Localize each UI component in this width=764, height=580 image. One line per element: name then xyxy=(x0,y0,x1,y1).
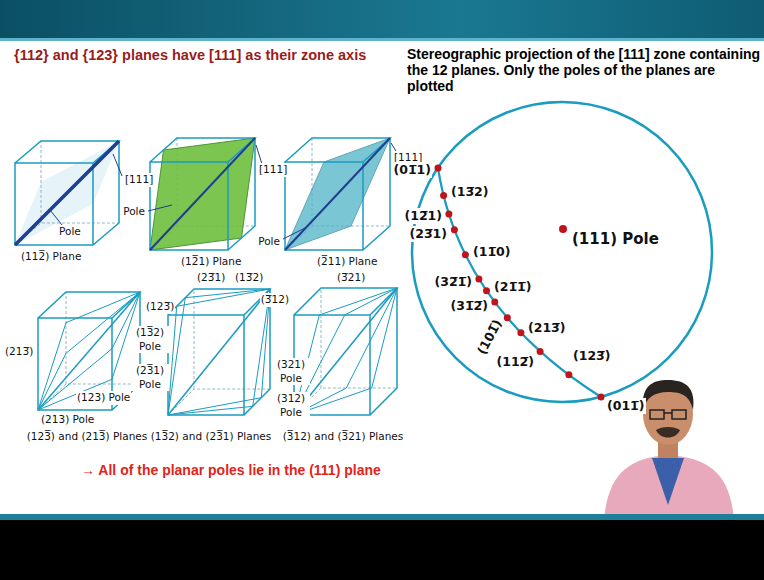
cube-outline xyxy=(168,289,270,415)
pole-dot xyxy=(598,394,605,401)
cube-outline xyxy=(38,292,140,410)
cube-outline xyxy=(285,138,390,250)
plane-label: (12̅1) Plane xyxy=(180,255,242,269)
zone-axis xyxy=(168,289,270,415)
plane-label: (123̅) and (213̅) Planes xyxy=(24,430,150,444)
plane-fill xyxy=(15,141,119,245)
top-bar xyxy=(0,0,764,40)
stereo-pole-label: (101̅) xyxy=(474,316,507,359)
zone-axis xyxy=(285,138,390,250)
zone-axis-pole-dot xyxy=(559,225,567,233)
bottom-bar xyxy=(0,514,764,520)
plane-label: (3̅12) and (3̅21) Planes xyxy=(280,430,406,444)
hidden-edges xyxy=(38,292,140,410)
plane-label: (2̅11) Plane xyxy=(316,255,378,269)
presenter-hair xyxy=(643,380,694,410)
leader-line xyxy=(283,143,396,239)
plane-index: (3̅21) xyxy=(336,271,366,285)
top-bar-edge xyxy=(0,38,764,41)
plane-index: (213̅) xyxy=(4,345,34,359)
cube-outline xyxy=(150,138,255,250)
plane-outline xyxy=(38,292,140,410)
presenter-jacket xyxy=(604,455,734,520)
stereo-pole-label: (112̅) xyxy=(495,354,535,370)
zone-axis xyxy=(150,138,255,250)
pole-dot xyxy=(504,314,511,321)
pole-dot xyxy=(537,348,544,355)
stereo-pole-label: (12̅1) xyxy=(403,208,443,224)
section-heading: Stereographic projection of the [111] zo… xyxy=(406,46,762,94)
pole-dot xyxy=(435,165,442,172)
pole-dot xyxy=(445,211,452,218)
pole-label: Pole xyxy=(122,205,146,219)
stereo-pole-label: (13̅2) xyxy=(450,184,490,200)
axis-label: [111] xyxy=(258,163,288,177)
presenter-beard xyxy=(656,427,680,438)
pole-label: (13̅2) Pole xyxy=(131,326,169,353)
pole-dot xyxy=(462,251,469,258)
stereo-pole-label: (32̅1̅) xyxy=(433,274,473,290)
plane-fill xyxy=(150,138,255,250)
zone-axis-pole-label: (111) Pole xyxy=(571,230,660,250)
plane-outline xyxy=(38,292,140,410)
plane-index: (3̅12) xyxy=(260,293,290,307)
pole-dot xyxy=(517,329,524,336)
stereo-pole-label: (11̅0) xyxy=(472,244,512,260)
pole-dot xyxy=(440,192,447,199)
stereo-pole-label: (213̅) xyxy=(527,320,567,336)
plane-outline xyxy=(168,289,270,415)
presenter-glasses xyxy=(650,410,686,419)
pole-label: Pole xyxy=(58,225,82,239)
hidden-edges xyxy=(168,289,270,415)
pole-dot xyxy=(483,287,490,294)
plane-index: (13̅2) xyxy=(234,271,264,285)
hidden-edges xyxy=(15,141,119,245)
pole-dot xyxy=(491,299,498,306)
stereo-pole-label: (011̅) xyxy=(606,398,646,414)
stereo-pole-label: (23̅1) xyxy=(408,226,448,242)
zone-axis xyxy=(38,292,140,410)
pole-dot xyxy=(475,276,482,283)
pole-label: (321) Pole xyxy=(272,358,310,385)
conclusion-note: → All of the planar poles lie in the (11… xyxy=(80,461,382,479)
pole-label: (312) Pole xyxy=(272,392,310,419)
plane-label: (112̅) Plane xyxy=(20,250,82,264)
plane-index: (23̅1) xyxy=(196,271,226,285)
leader-line xyxy=(50,154,122,225)
primitive-circle xyxy=(412,102,712,402)
zone-axis xyxy=(15,141,119,245)
bottom-band xyxy=(0,520,764,580)
hidden-edges xyxy=(285,138,390,250)
hidden-edges xyxy=(150,138,255,250)
pole-label: (23̅1) Pole xyxy=(131,364,169,391)
slide-title: {112} and {123} planes have [111] as the… xyxy=(13,46,367,65)
leader-line xyxy=(148,145,262,211)
pole-label: (123) Pole xyxy=(76,391,131,405)
stereo-pole-label: (01̅1) xyxy=(392,162,432,178)
cube-outline xyxy=(15,141,119,245)
plane-fill xyxy=(285,138,390,250)
pole-dot xyxy=(565,371,572,378)
plane-index: (123̅) xyxy=(145,300,175,314)
stereo-pole-label: (31̅2̅) xyxy=(449,298,489,314)
pole-label: (213) Pole xyxy=(40,413,95,427)
pole-label: Pole xyxy=(257,235,281,249)
pole-dot xyxy=(451,226,458,233)
plane-label: (13̅2) and (23̅1) Planes xyxy=(148,430,274,444)
axis-label: [111] xyxy=(124,173,154,187)
stereo-pole-label: (21̅1̅) xyxy=(493,279,533,295)
plane-outline xyxy=(168,289,270,415)
presenter-shirt xyxy=(652,458,684,505)
stereo-pole-label: (123̅) xyxy=(572,348,612,364)
